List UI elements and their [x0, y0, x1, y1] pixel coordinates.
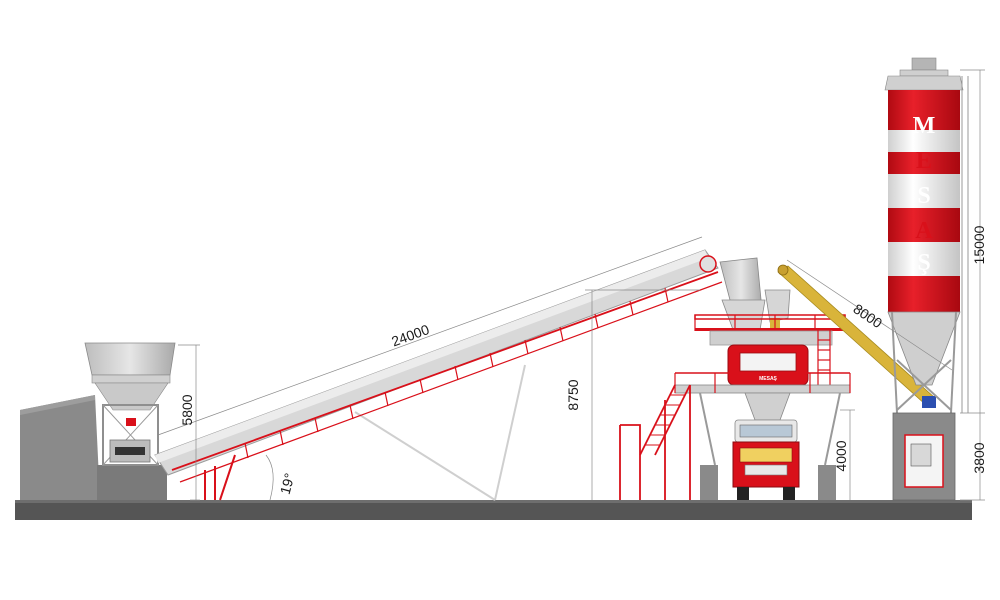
dim-silo-height: 15000	[971, 225, 987, 264]
ground-slab-top	[15, 500, 972, 503]
dim-platform-height: 8750	[565, 379, 581, 410]
silo-letter-3: S	[917, 183, 930, 209]
mixing-tower: MESAŞ	[619, 257, 851, 500]
silo-letter-4: A	[915, 218, 933, 244]
silo-letter-5: Ş	[917, 250, 930, 276]
dim-conveyor-length: 24000	[389, 321, 431, 349]
dim-silo-base-height: 3800	[971, 442, 987, 473]
cement-silo: M E S A Ş	[884, 57, 969, 501]
truck-mixer	[732, 419, 800, 500]
dimension-labels: 5800 24000 19° 8750 8000 15000 3800 4000	[179, 225, 987, 496]
dimension-lines	[157, 69, 985, 501]
aggregate-bin	[20, 342, 176, 500]
silo-letter-1: M	[913, 113, 936, 139]
dim-truck-clearance: 4000	[833, 440, 849, 471]
belt-conveyor	[154, 249, 723, 501]
dim-aggregate-bin-height: 5800	[179, 394, 195, 425]
silo-letter-2: E	[916, 148, 932, 174]
dim-conveyor-angle: 19°	[277, 471, 298, 496]
ground-slab	[15, 500, 972, 520]
mixer-brand-label: MESAŞ	[759, 376, 777, 382]
